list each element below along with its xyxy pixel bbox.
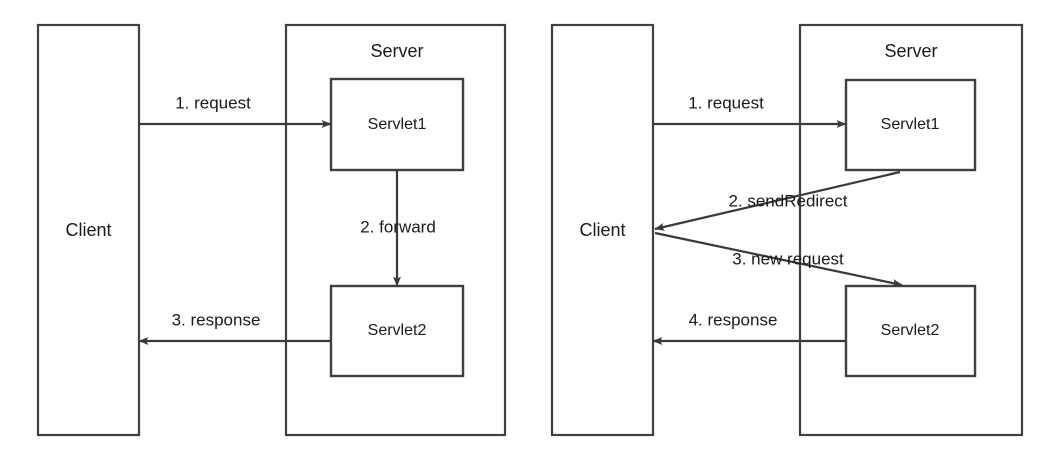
servlet1-box-2[interactable] <box>844 78 977 172</box>
arrow-forward-label: 2. forward <box>360 217 436 236</box>
servlet2-label-2: Servlet2 <box>881 322 940 339</box>
servlet1-label-2: Servlet1 <box>881 116 940 133</box>
servlet2-box-2[interactable] <box>844 284 977 378</box>
forward-diagram: Client Server Servlet1 Servlet2 1. reque… <box>36 23 507 437</box>
server-label: Server <box>370 41 423 61</box>
arrow-response-label: 3. response <box>172 310 261 329</box>
arrow-sendredirect <box>654 170 901 231</box>
server-label-2: Server <box>884 41 937 61</box>
arrow-sendredirect-label: 2. sendRedirect <box>728 191 847 210</box>
client-label: Client <box>65 220 111 240</box>
servlet2-label: Servlet2 <box>368 322 427 339</box>
client-box[interactable] <box>36 23 141 437</box>
arrow-response-label-2: 4. response <box>689 310 778 329</box>
servlet1-label: Servlet1 <box>368 116 427 133</box>
arrow-new-request-label: 3. new request <box>732 249 844 268</box>
servlet2-box[interactable] <box>329 284 465 378</box>
client-label-2: Client <box>579 220 625 240</box>
arrow-request-label: 1. request <box>175 93 251 112</box>
client-box-2[interactable] <box>550 23 655 437</box>
sendredirect-diagram: Client Server Servlet1 Servlet2 1. reque… <box>550 23 1024 437</box>
arrow-request-label-2: 1. request <box>688 93 764 112</box>
arrow-new-request <box>654 231 903 287</box>
